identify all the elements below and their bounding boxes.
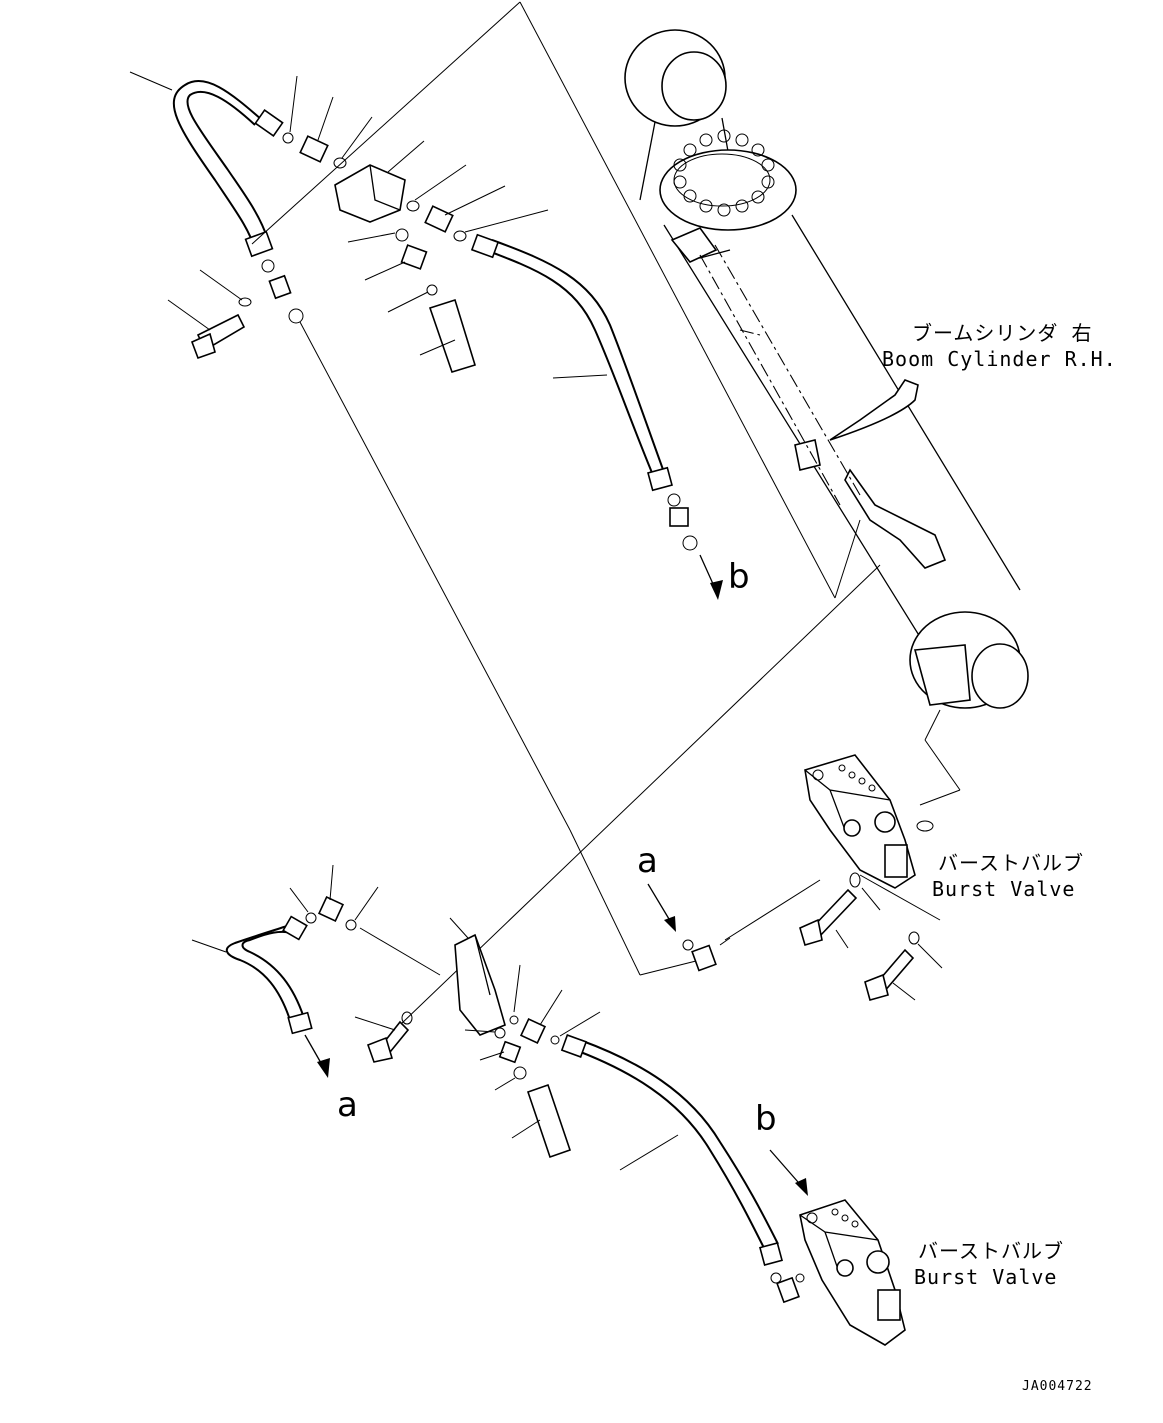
ref-a-upper: a (637, 841, 658, 881)
boom-cylinder (624, 29, 1029, 709)
drawing-id: JA004722 (1022, 1379, 1093, 1394)
burst-valve-label-en-1: Burst Valve (932, 877, 1076, 901)
boom-cylinder-label-en: Boom Cylinder R.H. (882, 347, 1117, 371)
burst-valve-lower (769, 1149, 906, 1346)
burst-valve-label-jp-1: バーストバルブ (938, 851, 1084, 875)
assembly-guide-lines (251, 1, 961, 1026)
burst-valve-label-jp-2: バーストバルブ (918, 1239, 1064, 1263)
ref-b-upper: b (728, 557, 750, 597)
ref-a-arrow (647, 883, 676, 932)
lower-hose-assembly (191, 864, 805, 1304)
boom-cylinder-label-jp: ブームシリンダ 右 (912, 321, 1093, 345)
upper-hose-assembly (129, 71, 723, 600)
burst-valve-label-en-2: Burst Valve (914, 1265, 1058, 1289)
ref-a-lower: a (337, 1085, 358, 1125)
ref-b-lower: b (755, 1099, 777, 1139)
burst-valve-upper (682, 754, 943, 1001)
